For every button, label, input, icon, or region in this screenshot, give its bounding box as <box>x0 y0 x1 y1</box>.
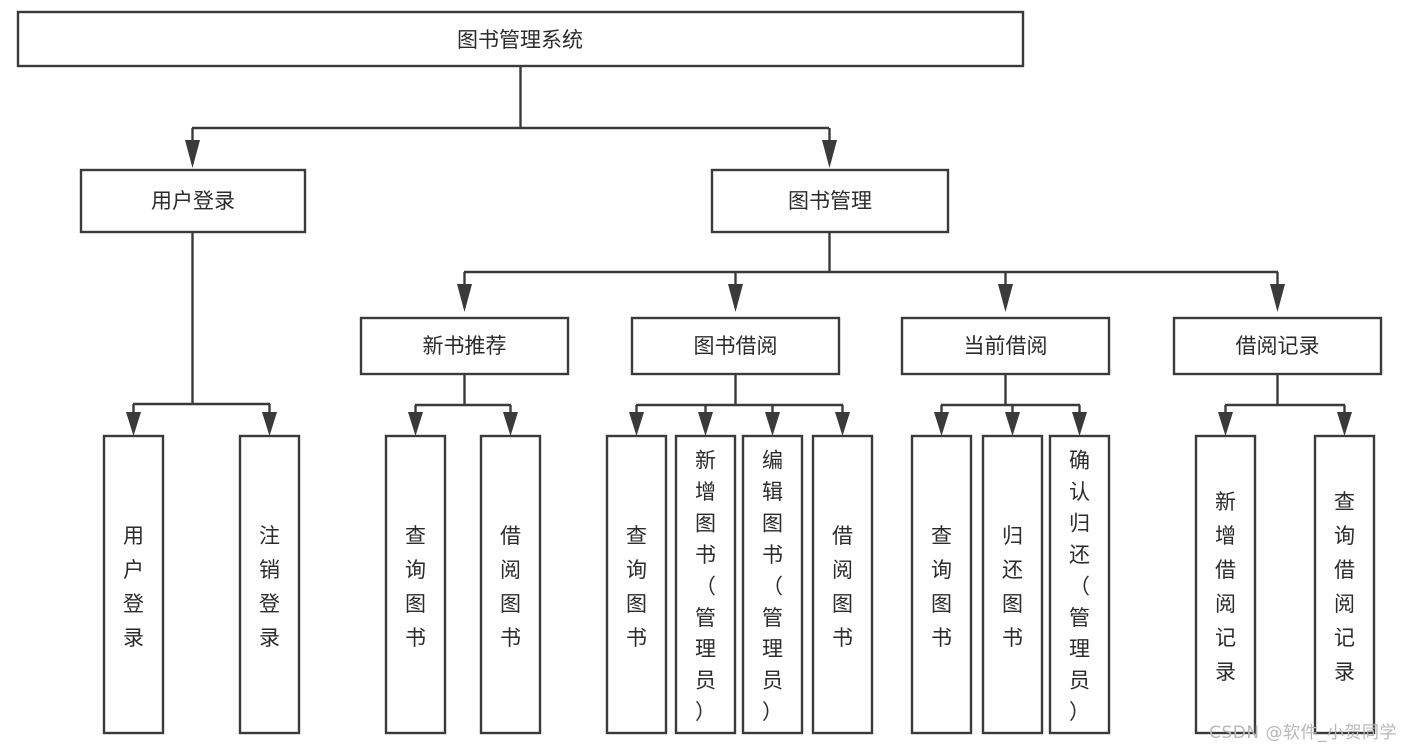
arrow-to-book-manage <box>822 140 837 168</box>
leaf-node[interactable]: 用户登录 <box>102 434 165 735</box>
root-label: 图书管理系统 <box>457 28 583 52</box>
leaf-user-logout-label: 注销登录 <box>259 524 280 650</box>
leaf-node[interactable]: 编辑图书（管理员） <box>741 434 804 735</box>
leaf-node[interactable]: 查询借阅记录 <box>1313 434 1376 735</box>
arrow-to-leaf-query-book-1 <box>408 412 423 436</box>
new-book-recommend-box[interactable] <box>359 316 570 376</box>
borrow-record-label: 借阅记录 <box>1236 334 1320 358</box>
book-manage-box[interactable] <box>710 168 950 234</box>
user-login-label: 用户登录 <box>151 189 235 213</box>
node-user-login[interactable]: 用户登录 <box>79 168 307 234</box>
arrow-to-leaf-add-book <box>698 412 713 436</box>
leaf-node[interactable]: 确认归还（管理员） <box>1048 434 1111 735</box>
leaf-user-logout-box[interactable] <box>238 434 301 735</box>
leaf-node[interactable]: 注销登录 <box>238 434 301 735</box>
leaf-borrow-book-1-label: 借阅图书 <box>500 524 521 650</box>
leaf-borrow-book-1-box[interactable] <box>479 434 542 735</box>
csdn-watermark: CSDN @软件_小贺同学 <box>1209 723 1397 743</box>
node-book-borrow[interactable]: 图书借阅 <box>630 316 841 376</box>
leaf-return-book-box[interactable] <box>981 434 1044 735</box>
arrow-to-current-borrow <box>998 284 1013 312</box>
leaf-node[interactable]: 归还图书 <box>981 434 1044 735</box>
arrow-to-leaf-query-book-2 <box>629 412 644 436</box>
leaf-node[interactable]: 新增借阅记录 <box>1194 434 1257 735</box>
arrow-to-leaf-query-record <box>1337 412 1352 436</box>
arrow-to-leaf-user-logout <box>262 412 277 436</box>
book-borrow-box[interactable] <box>630 316 841 376</box>
arrow-to-leaf-borrow-book-1 <box>503 412 518 436</box>
arrow-to-borrow-record <box>1270 284 1285 312</box>
node-book-manage[interactable]: 图书管理 <box>710 168 950 234</box>
arrow-to-leaf-user-login <box>126 412 141 436</box>
leaf-return-book-label: 归还图书 <box>1002 524 1023 650</box>
leaf-add-record-label: 新增借阅记录 <box>1215 490 1236 684</box>
leaf-node[interactable]: 借阅图书 <box>479 434 542 735</box>
leaf-query-book-3-box[interactable] <box>910 434 973 735</box>
node-borrow-record[interactable]: 借阅记录 <box>1172 316 1383 376</box>
leaf-query-book-2-box[interactable] <box>605 434 668 735</box>
arrow-to-book-borrow <box>728 284 743 312</box>
arrow-to-leaf-query-book-3 <box>934 412 949 436</box>
current-borrow-box[interactable] <box>900 316 1111 376</box>
leaf-add-book-label: 新增图书（管理员） <box>695 449 716 725</box>
arrow-to-user-login <box>185 140 200 168</box>
leaf-query-record-label: 查询借阅记录 <box>1334 490 1355 684</box>
leaf-add-book-box[interactable] <box>674 434 737 735</box>
leaf-node[interactable]: 查询图书 <box>384 434 447 735</box>
book-borrow-label: 图书借阅 <box>694 334 778 358</box>
arrow-to-leaf-confirm-return <box>1072 412 1087 436</box>
leaf-user-login-box[interactable] <box>102 434 165 735</box>
leaf-node[interactable]: 新增图书（管理员） <box>674 434 737 735</box>
leaf-node[interactable]: 查询图书 <box>605 434 668 735</box>
leaf-add-record-box[interactable] <box>1194 434 1257 735</box>
leaf-query-book-1-label: 查询图书 <box>405 524 426 650</box>
leaf-edit-book-label: 编辑图书（管理员） <box>762 449 783 725</box>
arrow-to-leaf-borrow-book-2 <box>835 412 850 436</box>
leaf-borrow-book-2-box[interactable] <box>811 434 874 735</box>
leaf-confirm-return-box[interactable] <box>1048 434 1111 735</box>
leaf-node[interactable]: 查询图书 <box>910 434 973 735</box>
new-book-recommend-label: 新书推荐 <box>423 334 507 358</box>
leaf-query-record-box[interactable] <box>1313 434 1376 735</box>
current-borrow-label: 当前借阅 <box>964 334 1048 358</box>
arrow-to-leaf-return-book <box>1005 412 1020 436</box>
leaf-borrow-book-2-label: 借阅图书 <box>832 524 853 650</box>
borrow-record-box[interactable] <box>1172 316 1383 376</box>
root-box[interactable] <box>16 10 1025 68</box>
leaf-query-book-1-box[interactable] <box>384 434 447 735</box>
book-manage-label: 图书管理 <box>788 189 872 213</box>
arrow-to-new-book-recommend <box>457 284 472 312</box>
leaf-query-book-3-label: 查询图书 <box>931 524 952 650</box>
leaf-edit-book-box[interactable] <box>741 434 804 735</box>
node-current-borrow[interactable]: 当前借阅 <box>900 316 1111 376</box>
leaf-query-book-2-label: 查询图书 <box>626 524 647 650</box>
leaf-node[interactable]: 借阅图书 <box>811 434 874 735</box>
node-root[interactable]: 图书管理系统 <box>16 10 1025 68</box>
leaf-confirm-return-label: 确认归还（管理员） <box>1069 449 1090 725</box>
arrow-to-leaf-add-record <box>1218 412 1233 436</box>
leaf-user-login-label: 用户登录 <box>123 524 144 650</box>
arrow-to-leaf-edit-book <box>765 412 780 436</box>
node-new-book-recommend[interactable]: 新书推荐 <box>359 316 570 376</box>
